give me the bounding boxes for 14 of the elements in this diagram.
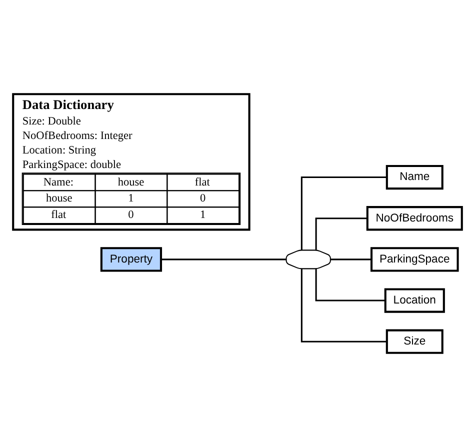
label: Name: — [42, 176, 73, 188]
label: Size: Double — [22, 116, 80, 128]
label: flat — [194, 176, 210, 188]
label: 0 — [128, 209, 134, 222]
label: NoOfBedrooms: Integer — [22, 130, 132, 142]
label: 1 — [128, 192, 134, 205]
label: house — [45, 192, 72, 205]
label: Location: String — [22, 144, 96, 156]
label: 1 — [200, 209, 206, 222]
label: Data Dictionary — [22, 96, 114, 112]
label: house — [117, 176, 144, 188]
label: 0 — [200, 192, 206, 205]
label: ParkingSpace: double — [22, 158, 121, 171]
label: flat — [50, 209, 66, 222]
